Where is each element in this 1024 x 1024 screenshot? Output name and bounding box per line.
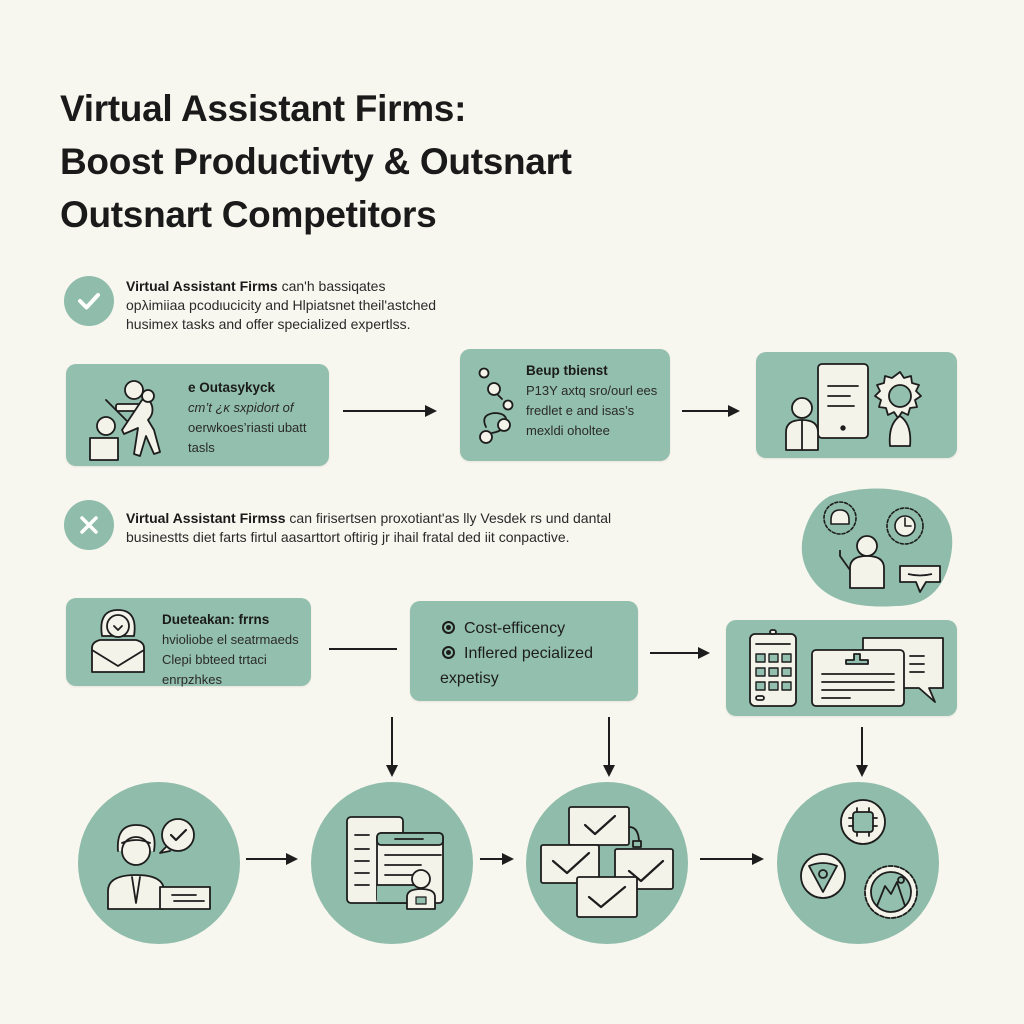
circle-step-documents — [311, 782, 473, 944]
flow-arrow-right — [682, 405, 740, 417]
card-text: e Outasykуck cm’t ¿ĸ sxpidort of oerwkoe… — [188, 378, 323, 458]
card-text: Beup tbienst P13Y axtq sro/ourl ees fred… — [526, 361, 666, 441]
calendar-and-messages-icon — [749, 629, 944, 707]
title-line-2: Boost Productivty & Outsnart — [60, 141, 572, 182]
circle-step-approval — [78, 782, 240, 944]
title-line-3: Outsnart Competitors — [60, 194, 437, 235]
statement-text: husimex tasks and offer specialized expe… — [126, 316, 411, 332]
card-line: oerwkoes’riasti ubatt — [188, 420, 307, 435]
card-outsourcing: e Outasykуck cm’t ¿ĸ sxpidort of oerwkoe… — [66, 364, 329, 466]
card-line: P13Y axtq sro/ourl ees — [526, 383, 658, 398]
person-with-gears-icon — [801, 488, 953, 607]
card-assistant-tools — [756, 352, 957, 458]
people-collaboration-icon — [89, 380, 161, 461]
benefit-item: Cost-efficency — [442, 616, 632, 641]
connector-line — [329, 648, 397, 650]
flow-arrow-right — [700, 853, 764, 865]
positive-statement: Virtual Assistant Firms can'h bassiqates… — [126, 277, 566, 334]
page-title: Virtual Assistant Firms: Boost Productiv… — [60, 82, 760, 241]
card-line: fredlet e and isas’s — [526, 403, 635, 418]
card-scheduling-communication — [726, 620, 957, 716]
card-line: Clepi bbteed trtaci — [162, 652, 267, 667]
flow-arrow-down — [856, 727, 868, 777]
flow-arrow-down — [386, 717, 398, 777]
card-text: Dueteakan: frrns hvioliobe el seatrmaeds… — [162, 610, 307, 690]
circle-step-tasks-completed — [526, 782, 688, 944]
statement-subject: Virtual Assistant Firms — [126, 278, 278, 294]
benefit-item: Inflered pecialized — [442, 641, 632, 666]
card-dedicated-firms: Dueteakan: frrns hvioliobe el seatrmaeds… — [66, 598, 311, 687]
card-line: tasls — [188, 440, 215, 455]
flow-arrow-right — [246, 853, 298, 865]
card-heading: Dueteakan: frrns — [162, 612, 270, 627]
flow-arrow-right — [650, 647, 710, 659]
card-benefits-list: Beup tbienst P13Y axtq sro/ourl ees fred… — [460, 349, 670, 461]
documents-and-profile-icon — [346, 816, 444, 910]
close-badge — [64, 500, 114, 550]
circle-step-growth — [777, 782, 939, 944]
card-line: mexldi oholtee — [526, 423, 610, 438]
check-bullet-icon — [442, 646, 455, 659]
negative-statement: Virtual Assistant Firmss can firisertsen… — [126, 509, 686, 547]
statement-text: businestts diet farts firtul aasarttort … — [126, 529, 570, 545]
title-line-1: Virtual Assistant Firms: — [60, 88, 467, 129]
assistant-tablet-gear-icon — [785, 363, 922, 451]
statement-text: opλimiiaa pcodιucicity and Hlpiatsnet th… — [126, 297, 437, 313]
statement-subject: Virtual Assistant Firmss — [126, 510, 286, 526]
check-bullet-icon — [442, 621, 455, 634]
benefit-continuation: expetisy — [440, 670, 499, 687]
check-badge — [64, 276, 114, 326]
check-icon — [78, 293, 100, 310]
assistant-avatar-icon — [91, 609, 145, 673]
flow-arrow-right — [343, 405, 437, 417]
assistant-approval-icon — [107, 818, 211, 910]
card-heading: e Outasykуck — [188, 380, 276, 395]
close-icon — [80, 516, 98, 534]
card-heading: Beup tbienst — [526, 363, 608, 378]
card-line: enrpzhkes — [162, 672, 222, 687]
flow-arrow-right — [480, 853, 514, 865]
card-line: cm’t ¿ĸ sxpidort of — [188, 400, 294, 415]
statement-text: can'h bassiqates — [277, 278, 386, 294]
flow-arrow-down — [603, 717, 615, 777]
growth-badges-icon — [800, 799, 918, 919]
card-line: hvioliobe el seatrmaeds — [162, 632, 299, 647]
benefits-list: Cost-efficency Inflered pecialized expet… — [440, 616, 632, 691]
multiple-checked-tasks-icon — [540, 806, 674, 918]
statement-text: can firisertsen proxotiant'as lly Vesdek… — [285, 510, 612, 526]
card-key-benefits: Cost-efficency Inflered pecialized expet… — [410, 601, 638, 701]
workflow-nodes-icon — [478, 367, 514, 444]
